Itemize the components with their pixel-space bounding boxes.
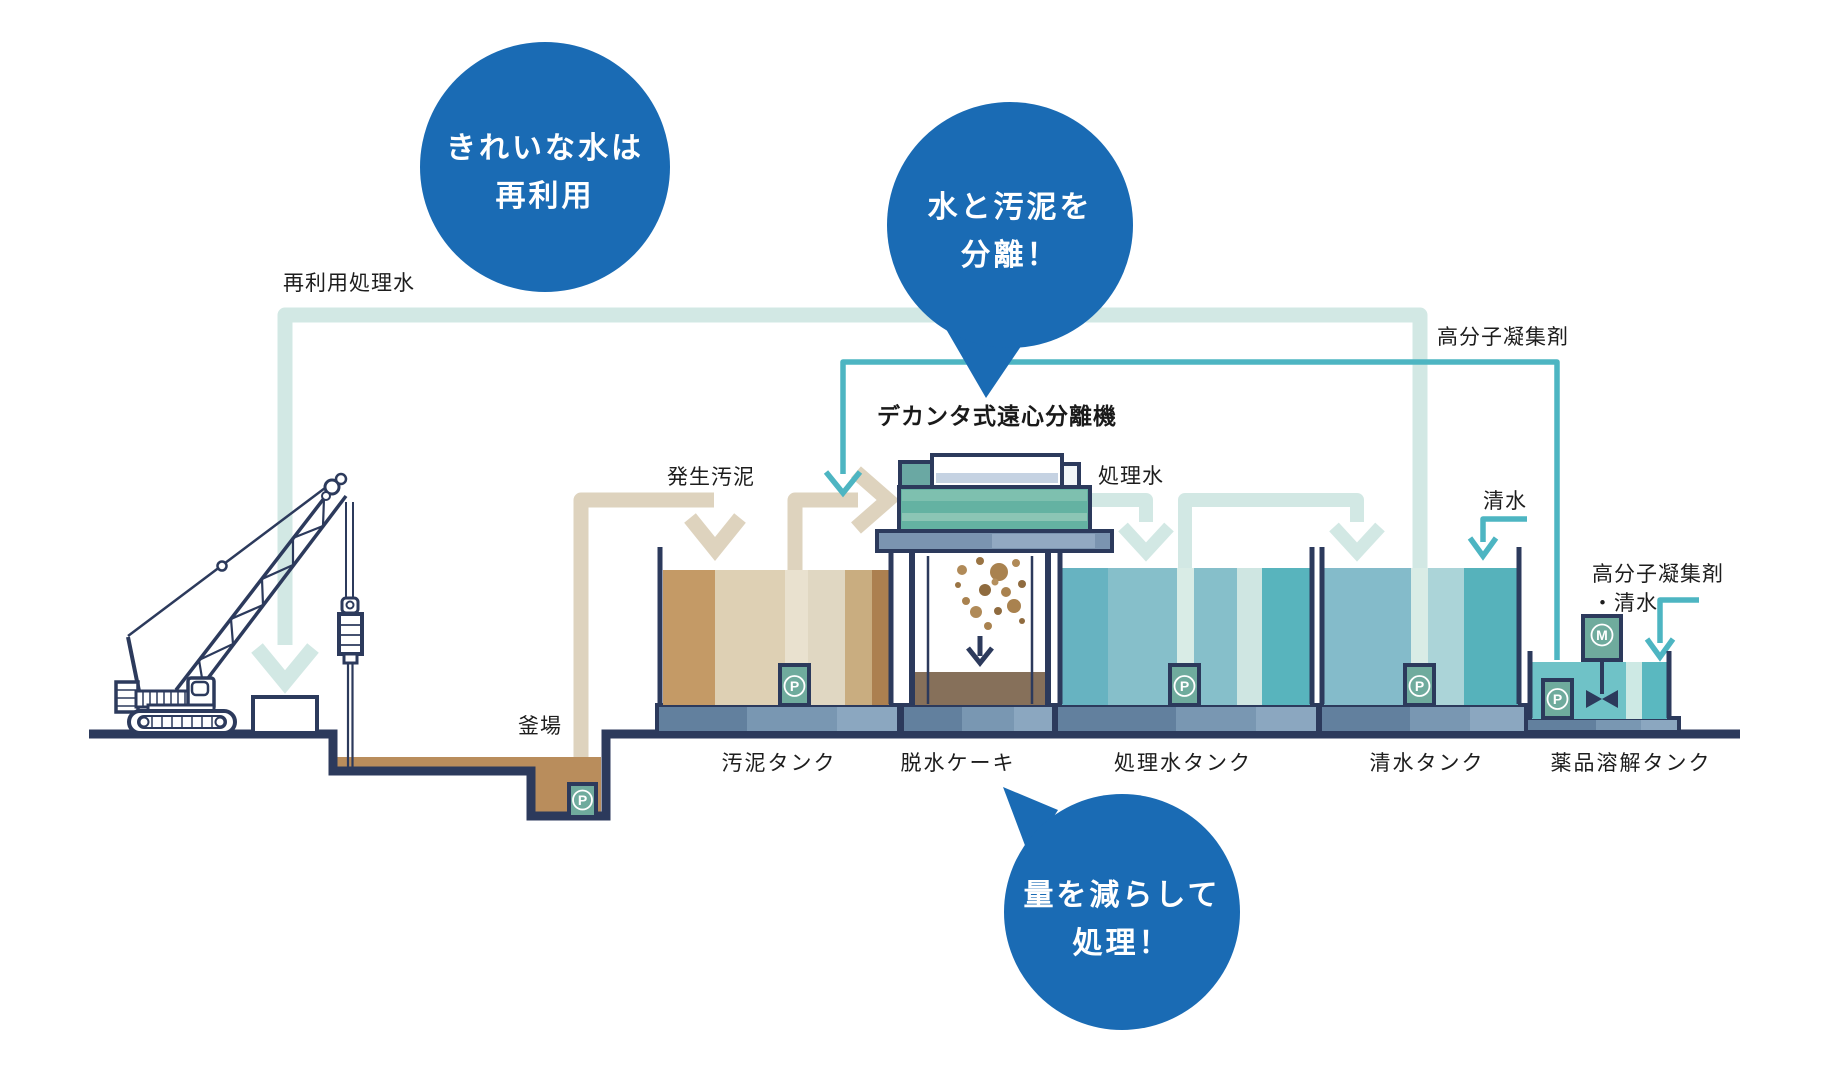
reuse-water-box: [251, 695, 319, 735]
pulley-icon: [323, 478, 341, 496]
pump-icon: [1546, 688, 1569, 710]
sludge-tank: [657, 547, 894, 705]
platform-clean: [1318, 703, 1528, 735]
polymer-arrow-down-icon: [823, 470, 863, 498]
bubble-reuse-line1: きれいな水は: [446, 132, 644, 165]
cake-inner-walls: [926, 556, 1034, 704]
cake-particles: [955, 557, 1026, 630]
cake-drop-arrow-icon: [966, 636, 994, 668]
crane: [114, 472, 364, 770]
platform-cake: [900, 703, 1056, 735]
mixer-blade-icon: [1586, 690, 1602, 708]
bubble-reuse: きれいな水は 再利用: [420, 42, 670, 292]
pulley-icon: [334, 472, 348, 486]
label-polymer-clean-2: ・清水: [1592, 592, 1658, 615]
treated-tank-walls: [1057, 547, 1315, 704]
clean-in-arrow-icon: [1467, 536, 1499, 561]
label-pit: 釜場: [518, 715, 562, 738]
pulley-icon: [321, 491, 331, 501]
chem-in-arrow-icon: [1644, 637, 1676, 662]
chemical-mixer: M: [1581, 614, 1623, 708]
bubble-reduce: 量を減らして 処理！: [1003, 787, 1240, 1030]
pump-icon: [783, 675, 806, 697]
cake-walls: [909, 551, 1051, 704]
platforms: [655, 703, 1681, 735]
svg-text:P: P: [1415, 678, 1424, 694]
cake-container: [909, 551, 1051, 705]
clean-water-in-arrow: [1467, 516, 1527, 561]
decanter-centrifuge: [875, 453, 1114, 553]
bubble-reduce-tail: [1003, 787, 1058, 856]
pit-to-sludge-pipe: [573, 492, 746, 800]
bubble-separate: 水と汚泥を 分離！: [887, 102, 1133, 398]
pit-pump: P: [567, 782, 598, 819]
bubble-separate-line1: 水と汚泥を: [928, 191, 1093, 224]
polymer-clean-arrow: [1644, 597, 1699, 662]
bubble-separate-line2: 分離！: [961, 238, 1060, 272]
svg-text:P: P: [578, 792, 587, 808]
reuse-water-pipe: [251, 307, 1428, 694]
clean-arrow-down-icon: [1329, 522, 1385, 562]
pumps: P P P P P M: [567, 614, 1623, 819]
boom-chord: [194, 494, 348, 696]
ground-line: [89, 729, 1740, 821]
label-tank-chemical: 薬品溶解タンク: [1551, 752, 1712, 775]
svg-text:P: P: [1180, 678, 1189, 694]
boom-chord: [174, 486, 334, 692]
reuse-arrow-down-icon: [251, 643, 319, 694]
vibro-hammer: [337, 612, 364, 656]
cab-window: [190, 680, 210, 697]
decanter-to-treated-pipe: [1085, 493, 1174, 562]
chemical-tank-walls: [1527, 651, 1672, 718]
ground: [89, 729, 1740, 821]
leader-cables: [345, 502, 354, 598]
pit-mud: [337, 757, 601, 812]
cake-layer: [915, 672, 1045, 705]
pump-icon: [572, 789, 593, 811]
platform-sludge: [655, 703, 901, 735]
pile-rod: [346, 663, 354, 770]
treated-arrow-down-icon: [1118, 522, 1174, 562]
clean-tank-walls: [1319, 547, 1522, 704]
bubble-reduce-line2: 処理！: [1073, 927, 1172, 960]
clean-tank-pump: P: [1403, 663, 1436, 707]
label-tank-cake: 脱水ケーキ: [901, 752, 1016, 775]
pump-icon: [1408, 675, 1431, 697]
svg-text:M: M: [1596, 627, 1608, 643]
label-sludge-generated: 発生汚泥: [667, 466, 755, 489]
sludge-arrow-down-icon: [684, 513, 746, 561]
label-treated-water-out: 処理水: [1098, 465, 1164, 488]
platform-treated: [1054, 703, 1320, 735]
platform-chemical: [1524, 716, 1681, 734]
label-reuse-water: 再利用処理水: [283, 272, 415, 295]
svg-text:P: P: [790, 678, 799, 694]
sludge-tank-pump: P: [778, 663, 811, 707]
bubble-reuse-line2: 再利用: [496, 180, 595, 213]
mixer-blade-icon: [1602, 690, 1618, 708]
labels-layer: 再利用処理水 高分子凝集剤 デカンタ式遠心分離機 発生汚泥 処理水 清水 高分子…: [283, 272, 1724, 775]
treated-water-tank: [1057, 547, 1315, 705]
bubble-reduce-line1: 量を減らして: [1023, 879, 1220, 912]
label-clean-water-in: 清水: [1483, 490, 1527, 513]
pump-icon: [1173, 675, 1196, 697]
label-polymer-clean-1: 高分子凝集剤: [1592, 563, 1724, 586]
pendant-link: [216, 560, 228, 572]
chemical-tank-pump: P: [1541, 678, 1574, 720]
sludge-arrow-right-icon: [851, 466, 900, 534]
label-decanter: デカンタ式遠心分離機: [877, 403, 1117, 429]
label-polymer-top: 高分子凝集剤: [1437, 326, 1569, 349]
svg-text:P: P: [1553, 691, 1562, 707]
polymer-pipe: [823, 359, 1560, 660]
sludge-tank-walls: [657, 547, 894, 704]
decanter-right-block: [1060, 462, 1081, 489]
label-tank-sludge: 汚泥タンク: [722, 752, 837, 775]
mixer-icon: [1590, 623, 1614, 647]
boom-lattice: [197, 497, 326, 685]
label-tank-treated: 処理水タンク: [1114, 752, 1252, 775]
treated-tank-pump: P: [1168, 663, 1201, 707]
pipes-layer: [251, 307, 1699, 800]
pendant-cable: [127, 481, 334, 637]
label-tank-clean: 清水タンク: [1370, 752, 1485, 775]
